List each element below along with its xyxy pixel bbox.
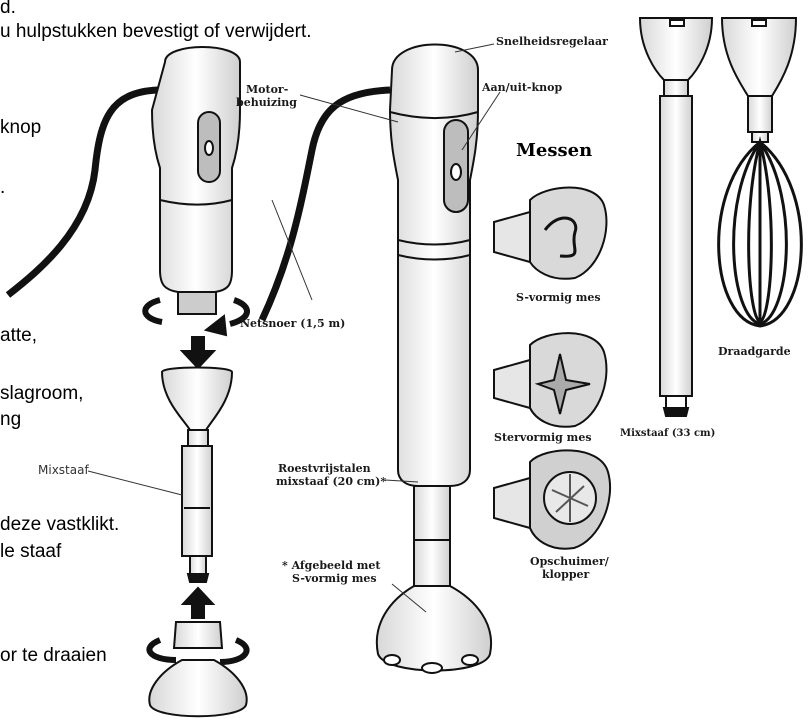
mixstaaf-33cm (640, 18, 712, 416)
label-s-vormig-mes: S-vormig mes (516, 292, 601, 304)
label-aanuit-knop: Aan/uit-knop (482, 82, 562, 94)
blade-s (494, 188, 606, 279)
label-opschuimer-1: Opschuimer/ (530, 556, 609, 568)
label-opschuimer-2: klopper (542, 569, 589, 581)
label-afgebeeld-1: * Afgebeeld met (282, 560, 380, 572)
blade-star (494, 333, 606, 427)
whisk (719, 18, 802, 326)
label-motor-1: Motor- (246, 84, 288, 96)
leader-mixstaaf (88, 471, 182, 495)
label-rvs-2: mixstaaf (20 cm)* (276, 476, 386, 488)
label-netsnoer: Netsnoer (1,5 m) (240, 318, 345, 330)
frother (494, 450, 610, 548)
label-snelheidsregelaar: Snelheidsregelaar (496, 36, 608, 48)
label-afgebeeld-2: S-vormig mes (292, 573, 377, 585)
label-motor-2: behuizing (236, 97, 297, 109)
label-mixstaaf-33: Mixstaaf (33 cm) (620, 428, 715, 439)
label-stervormig-mes: Stervormig mes (494, 432, 592, 444)
left-assembly (8, 47, 247, 716)
messen-title: Messen (516, 140, 592, 161)
label-draadgarde: Draadgarde (718, 346, 791, 358)
label-rvs-1: Roestvrijstalen (278, 463, 371, 475)
